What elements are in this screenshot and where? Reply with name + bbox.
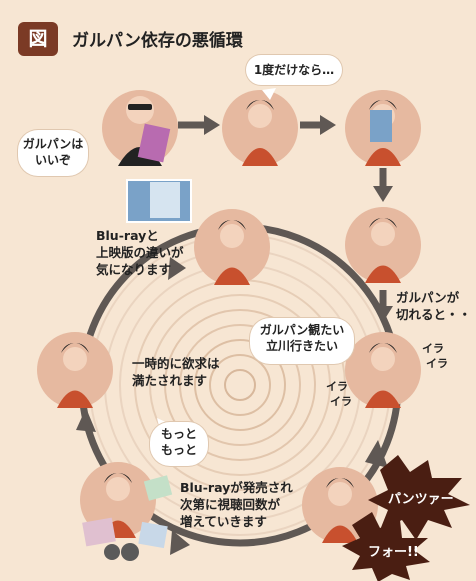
diagram-title: ガルパン依存の悪循環 [72,31,243,51]
shout-bursts [342,455,470,581]
bluray-diff-line-1: Blu-rayと [96,228,159,243]
friend-line-2: いいぞ [34,153,71,168]
release-caption: Blu-rayが発売され 次第に視聴回数が 増えていきます [180,480,293,531]
more-line-1: もっと [160,427,197,441]
bluray-diff-caption: Blu-rayと 上映版の違いが 気になります [96,228,184,279]
friend-line-1: ガルパンは [22,137,84,151]
ran-out-line-2: 切れると・・ [396,306,472,322]
ran-out-caption: ガルパンが 切れると・・ [396,290,471,324]
character-figures [57,96,401,543]
want-watch-line-2: 立川行きたい [265,339,338,354]
irritation-text-1: イラ イラ [418,342,448,372]
want-watch-line-1: ガルパン観たい [259,323,345,337]
once-bubble: 1度だけなら… [246,55,342,85]
once-text: 1度だけなら… [253,63,335,77]
ira2-line-1: イラ [326,380,348,393]
satisfied-caption: 一時的に欲求は 満たされます [132,356,220,390]
merch-items [82,110,392,561]
satisfied-line-2: 満たされます [132,372,208,388]
ran-out-line-1: ガルパンが [396,290,460,305]
ira2-line-2: イラ [330,394,352,408]
ira1-line-1: イラ [422,342,444,355]
release-line-2: 次第に視聴回数が [180,496,281,512]
panzer-shout: パンツァー [388,492,454,507]
more-line-2: もっと [160,443,197,458]
flow-arrows [76,115,393,555]
header: 図 ガルパン依存の悪循環 [0,0,476,66]
ira1-line-2: イラ [426,356,448,370]
figure-badge: 図 [18,22,58,56]
friend-bubble: ガルパンは いいぞ [18,130,88,176]
satisfied-line-1: 一時的に欲求は [132,356,220,371]
want-watch-bubble: ガルパン観たい 立川行きたい [250,318,354,364]
release-line-3: 増えていきます [180,513,267,529]
vor-shout: フォー!! [368,545,419,560]
irritation-text-2: イラ イラ [322,380,352,410]
release-line-1: Blu-rayが発売され [180,480,293,495]
bluray-diff-line-2: 上映版の違いが [96,244,184,260]
more-bubble: もっと もっと [150,422,208,466]
bluray-diff-line-3: 気になります [96,261,172,277]
